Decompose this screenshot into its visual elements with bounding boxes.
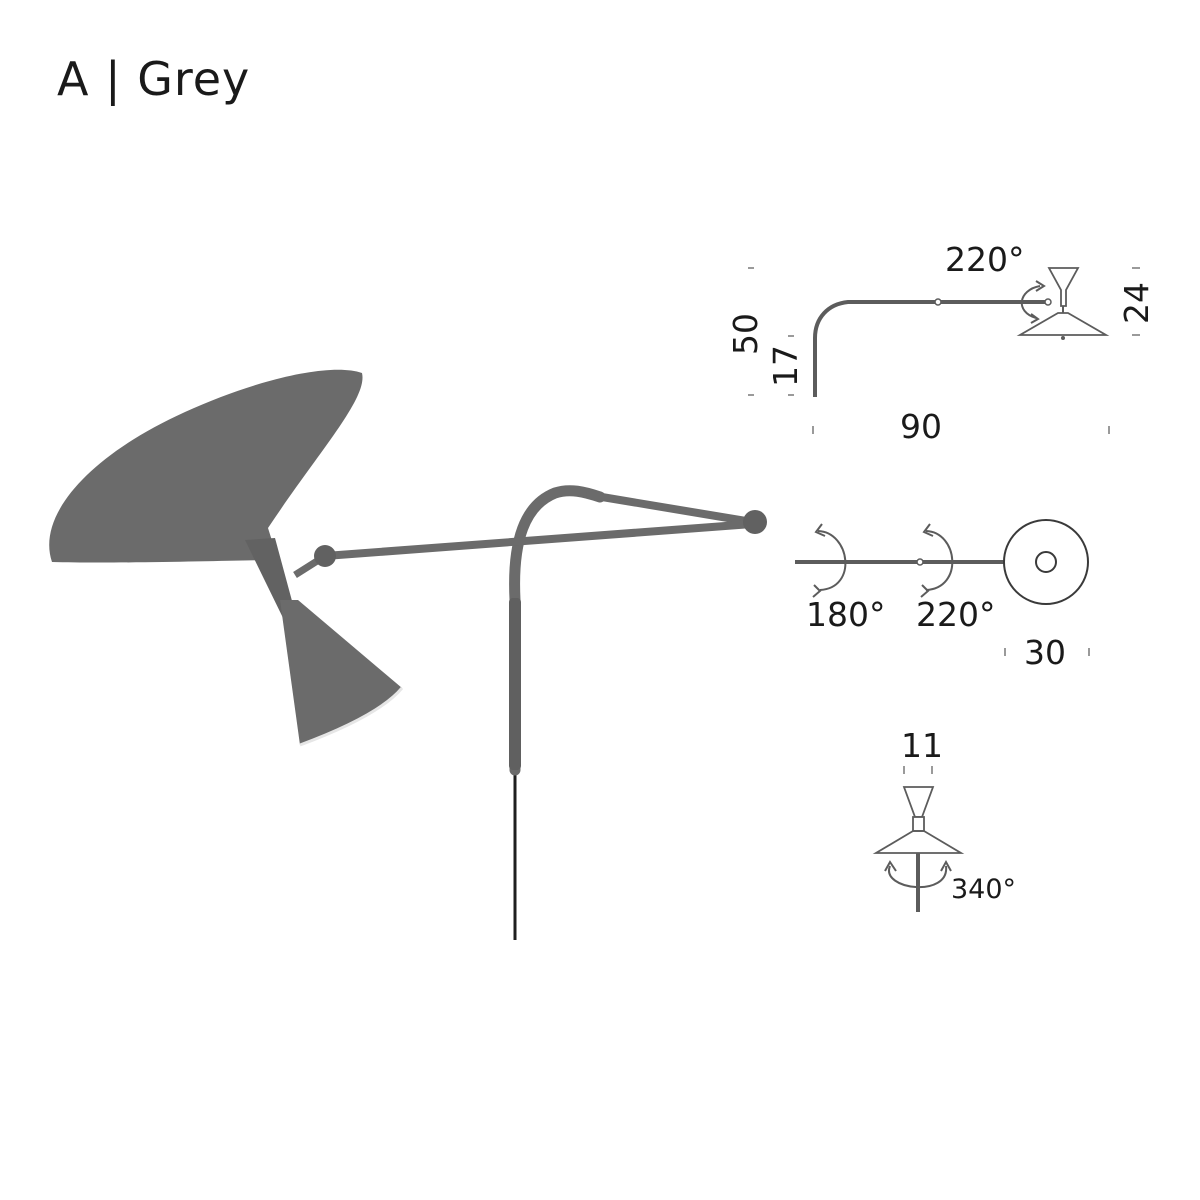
- side-height-total-label: 50: [726, 313, 765, 355]
- arm-brace: [586, 491, 756, 526]
- lower-shade-rim: [299, 687, 404, 747]
- side-rotation-label: 220°: [945, 240, 1025, 279]
- arm-end-knob: [743, 510, 767, 534]
- top-view-diagram: 180° 220° 30: [795, 519, 1090, 672]
- lamp-illustration: [49, 369, 767, 940]
- front-view-diagram: 11 340°: [872, 726, 1016, 912]
- page-title: A | Grey: [57, 52, 251, 106]
- lower-shade: [280, 600, 402, 745]
- bracket-sleeve: [509, 598, 521, 770]
- side-view-diagram: 220° 90 50 17 24: [726, 240, 1156, 446]
- lamp-arm: [321, 520, 756, 560]
- front-rotation-label: 340°: [951, 874, 1016, 905]
- joint-knob: [314, 545, 336, 567]
- top-rotation-left-label: 180°: [806, 595, 886, 634]
- wall-bracket: [509, 485, 606, 776]
- top-rotation-right-label: 220°: [916, 595, 996, 634]
- side-height-base-label: 17: [766, 345, 805, 387]
- side-shade-height-label: 24: [1117, 282, 1156, 324]
- front-width-label: 11: [901, 726, 943, 765]
- side-length-label: 90: [900, 407, 942, 446]
- top-diameter-label: 30: [1024, 633, 1066, 672]
- upper-shade: [49, 369, 363, 563]
